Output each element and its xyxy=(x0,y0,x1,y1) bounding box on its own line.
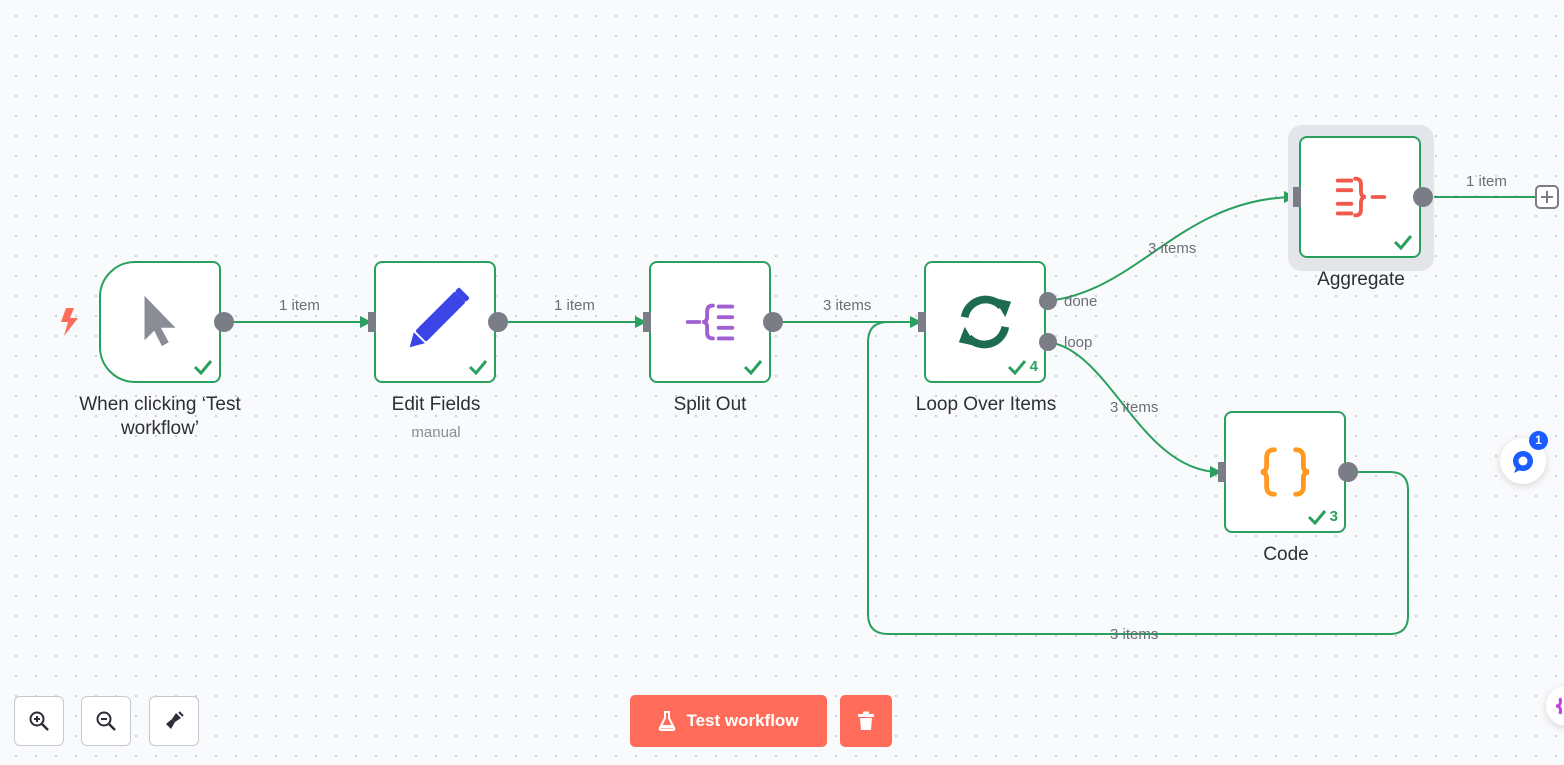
zoom-out-icon xyxy=(96,711,116,731)
broom-icon xyxy=(166,711,184,729)
node-label-split-out: Split Out xyxy=(673,394,747,415)
output-handle xyxy=(1413,187,1433,207)
node-aggregate[interactable] xyxy=(1299,136,1421,258)
run-count: 4 xyxy=(1029,358,1038,375)
output-handle xyxy=(488,312,508,332)
node-code[interactable]: 3 xyxy=(1224,411,1346,533)
loop-icon xyxy=(958,295,1012,349)
success-check-icon xyxy=(743,359,763,375)
edge-label: 1 item xyxy=(554,297,595,314)
success-check-icon xyxy=(468,359,488,375)
edge-label: 3 items xyxy=(823,297,872,314)
aggregate-icon xyxy=(1335,176,1387,218)
zoom-in-button[interactable] xyxy=(14,696,64,746)
tidy-up-button[interactable] xyxy=(149,696,199,746)
output-handle xyxy=(1338,462,1358,482)
success-check-icon xyxy=(1007,359,1026,375)
edge-label: 3 items xyxy=(1110,399,1159,416)
node-label-aggregate: Aggregate xyxy=(1317,269,1405,290)
edge-label: 3 items xyxy=(1110,626,1159,643)
edge-label: 3 items xyxy=(1148,240,1197,257)
trash-icon xyxy=(858,711,874,730)
output-label-done: done xyxy=(1064,293,1098,310)
split-out-icon xyxy=(685,303,735,341)
input-handle xyxy=(368,312,376,332)
edge-done-aggregate xyxy=(1047,196,1293,302)
sparkle-icon xyxy=(1555,697,1562,715)
clear-execution-button[interactable] xyxy=(840,695,892,747)
run-count: 3 xyxy=(1329,508,1338,525)
edge-code-loop xyxy=(867,321,1409,635)
edge-loop-code xyxy=(1047,341,1219,473)
input-handle xyxy=(1293,187,1301,207)
input-handle xyxy=(1218,462,1226,482)
output-handle-done xyxy=(1039,292,1057,310)
node-trigger[interactable] xyxy=(99,261,221,383)
node-label-trigger: When clicking ‘Test workflow’ xyxy=(79,394,241,439)
test-workflow-button[interactable]: Test workflow xyxy=(630,695,827,747)
run-count-badge: 4 xyxy=(1007,358,1038,375)
flask-icon xyxy=(659,711,676,731)
output-handle-loop xyxy=(1039,333,1057,351)
edge-label: 1 item xyxy=(1466,173,1507,190)
success-check-icon xyxy=(193,359,213,375)
cursor-icon xyxy=(144,295,176,347)
node-split-out[interactable] xyxy=(649,261,771,383)
output-label-loop: loop xyxy=(1064,334,1093,351)
add-node-button[interactable] xyxy=(1535,185,1559,209)
plus-icon xyxy=(1541,191,1553,203)
success-check-icon xyxy=(1393,234,1413,250)
node-loop-over-items[interactable]: 4 xyxy=(924,261,1046,383)
run-count-badge: 3 xyxy=(1307,508,1338,525)
node-label-edit-fields: Edit Fields xyxy=(391,394,481,415)
node-label-loop-over-items: Loop Over Items xyxy=(915,394,1057,415)
chat-unread-badge: 1 xyxy=(1529,431,1548,450)
input-handle xyxy=(918,312,926,332)
zoom-out-button[interactable] xyxy=(81,696,131,746)
zoom-in-icon xyxy=(29,711,49,731)
output-handle xyxy=(763,312,783,332)
pencil-icon xyxy=(409,287,470,348)
chat-icon xyxy=(1513,451,1533,473)
edge-label: 1 item xyxy=(279,297,320,314)
test-workflow-label: Test workflow xyxy=(686,711,799,730)
code-braces-icon xyxy=(1260,447,1310,497)
loop-output-handles xyxy=(1039,292,1057,351)
node-sublabel-edit-fields: manual xyxy=(411,424,461,441)
assistant-button[interactable] xyxy=(1546,686,1564,726)
success-check-icon xyxy=(1307,509,1326,525)
node-label-code: Code xyxy=(1263,544,1309,565)
input-handle xyxy=(643,312,651,332)
trigger-bolt-icon xyxy=(58,308,80,341)
output-handle xyxy=(214,312,234,332)
